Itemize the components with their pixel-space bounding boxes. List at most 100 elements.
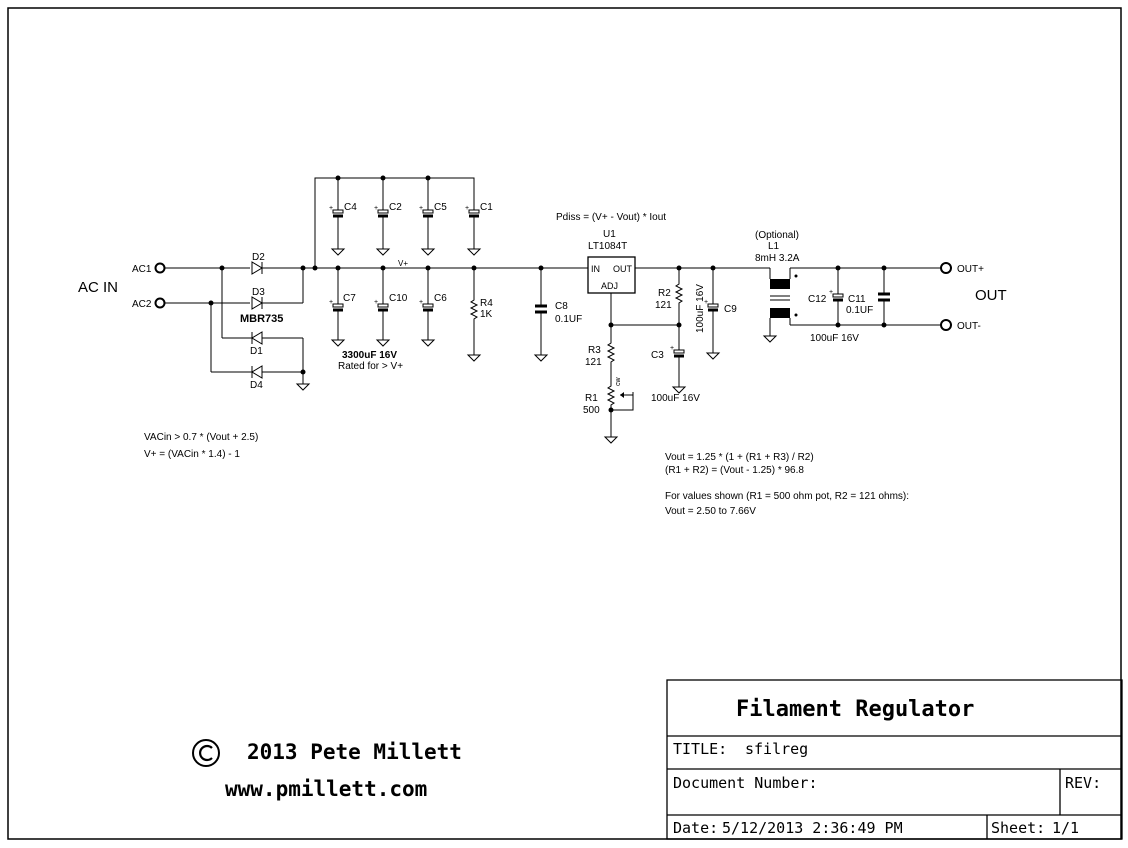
ac2-label: AC2 (132, 299, 152, 310)
d3-label: D3 (252, 287, 265, 298)
l1-value: 8mH 3.2A (755, 253, 800, 264)
cap-c10: C10 (372, 265, 408, 347)
out-plus-label: OUT+ (957, 264, 984, 275)
input-notes: VACin > 0.7 * (Vout + 2.5) V+ = (VACin *… (144, 432, 258, 460)
c11-value: 0.1UF (846, 305, 873, 316)
diode-part-label: MBR735 (240, 313, 283, 325)
ac-input-section: AC IN AC1 AC2 (78, 262, 250, 372)
c1-label: C1 (480, 202, 493, 213)
d4-label: D4 (250, 380, 263, 391)
potentiometer-r1: cw R1 500 (583, 377, 634, 444)
cap-c8: C8 0.1UF (534, 265, 582, 362)
copyright-icon (192, 739, 220, 767)
c8-value: 0.1UF (555, 314, 582, 325)
website-text: www.pmillett.com (225, 777, 427, 801)
d2-label: D2 (252, 252, 265, 263)
r1-label: R1 (585, 393, 598, 404)
resistor-r2: R2 121 (655, 268, 683, 343)
cap-c3: C3 100uF 16V (651, 341, 700, 404)
title-block: Filament Regulator TITLE: sfilreg Docume… (666, 679, 1123, 840)
c3-value: 100uF 16V (651, 393, 700, 404)
regulator-u1: Pdiss = (V+ - Vout) * Iout U1 LT1084T IN… (556, 212, 666, 294)
c5-label: C5 (434, 202, 447, 213)
inductor-l1: (Optional) L1 8mH 3.2A (755, 230, 800, 343)
bank-note-label: Rated for > V+ (338, 361, 403, 372)
d1-label: D1 (250, 346, 263, 357)
r1-cw-label: cw (615, 377, 622, 387)
u1-pin-in: IN (591, 264, 600, 274)
pdiss-note: Pdiss = (V+ - Vout) * Iout (556, 212, 666, 223)
bank-value-label: 3300uF 16V (342, 350, 397, 361)
cap-c7: C7 (327, 265, 356, 347)
copyright-text: 2013 Pete Millett (247, 740, 462, 764)
c10-label: C10 (389, 293, 408, 304)
vplus-label: V+ (398, 259, 408, 268)
u1-label: U1 (603, 229, 616, 240)
diode-d3: D3 MBR735 (240, 287, 303, 325)
diode-d1: D1 (222, 331, 303, 357)
title-label: TITLE: (673, 740, 727, 758)
c9-value: 100uF 16V (695, 284, 706, 333)
c11-label: C11 (848, 294, 866, 305)
cap-c6: C6 (417, 265, 447, 347)
vout-note-1: Vout = 1.25 * (1 + (R1 + R3) / R2) (665, 452, 814, 463)
c8-label: C8 (555, 301, 568, 312)
sheet-border (7, 7, 1122, 840)
c7-label: C7 (343, 293, 356, 304)
out-plus-terminal (940, 262, 952, 274)
u1-pin-out: OUT (613, 264, 633, 274)
cap-c1: C1 (463, 178, 493, 256)
l1-label: L1 (768, 241, 780, 252)
ac-in-label: AC IN (78, 279, 118, 296)
diode-d4: D4 (211, 365, 303, 391)
cap-c4: C4 (327, 175, 357, 256)
credits: © 2013 Pete Millett www.pmillett.com (192, 739, 462, 801)
r1-value: 500 (583, 405, 600, 416)
u1-part: LT1084T (588, 241, 627, 252)
date-label: Date: (673, 819, 718, 837)
out-minus-label: OUT- (957, 321, 981, 332)
vout-note-2: (R1 + R2) = (Vout - 1.25) * 96.8 (665, 465, 804, 476)
cap-c5: C5 (417, 175, 447, 256)
ac1-terminal (154, 262, 166, 274)
cap-c9: C9 100uF 16V (695, 268, 737, 360)
ac1-label: AC1 (132, 264, 152, 275)
r4-value: 1K (480, 309, 493, 320)
out-minus-terminal (940, 319, 952, 331)
l1-optional: (Optional) (755, 230, 799, 241)
date-value: 5/12/2013 2:36:49 PM (722, 819, 903, 837)
docnum-label: Document Number: (673, 774, 818, 792)
title-value: sfilreg (745, 740, 808, 758)
r2-label: R2 (658, 288, 671, 299)
c12-label: C12 (808, 294, 827, 305)
cap-c11: C11 0.1UF (846, 268, 890, 325)
sheet-value: 1/1 (1052, 819, 1079, 837)
title-block-name: Filament Regulator (736, 697, 974, 722)
c3-label: C3 (651, 350, 664, 361)
vac-note-1: VACin > 0.7 * (Vout + 2.5) (144, 432, 258, 443)
vout-notes: Vout = 1.25 * (1 + (R1 + R3) / R2) (R1 +… (665, 452, 909, 517)
diode-d2: D2 (251, 252, 303, 275)
output-terminals: OUT+ OUT- OUT (940, 262, 1007, 332)
r3-label: R3 (588, 345, 601, 356)
vout-note-4: Vout = 2.50 to 7.66V (665, 506, 756, 517)
r3-value: 121 (585, 357, 602, 368)
vout-note-3: For values shown (R1 = 500 ohm pot, R2 =… (665, 491, 909, 502)
rev-label: REV: (1065, 774, 1101, 792)
cap-c2: C2 (372, 175, 402, 256)
ac2-terminal (154, 297, 166, 309)
c4-label: C4 (344, 202, 357, 213)
c12-value: 100uF 16V (810, 333, 859, 344)
out-label: OUT (975, 287, 1007, 304)
c2-label: C2 (389, 202, 402, 213)
r2-value: 121 (655, 300, 672, 311)
sheet-label: Sheet: (991, 819, 1045, 837)
r4-label: R4 (480, 298, 493, 309)
c6-label: C6 (434, 293, 447, 304)
resistor-r3: R3 121 (585, 339, 615, 383)
u1-pin-adj: ADJ (601, 281, 618, 291)
vac-note-2: V+ = (VACin * 1.4) - 1 (144, 449, 240, 460)
resistor-r4: R4 1K (467, 265, 493, 362)
cap-c12: C12 100uF 16V (808, 268, 859, 344)
